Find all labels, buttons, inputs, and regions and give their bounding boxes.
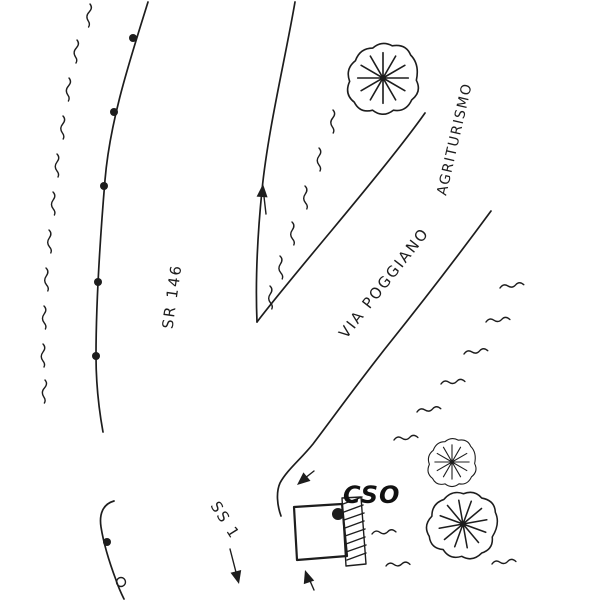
- hatch-mark: [85, 3, 93, 28]
- label-agriturismo: AGRITURISMO: [434, 81, 476, 197]
- road-label-ss1: SS 1: [207, 498, 244, 543]
- road-label-sr146: SR 146: [159, 263, 186, 330]
- waypoint-dot: [92, 352, 100, 360]
- tree-icon: [418, 480, 507, 569]
- hatched-wall-outline: [341, 496, 367, 567]
- waypoint-dot: [129, 34, 137, 42]
- road-sr146: [92, 1, 149, 600]
- hatch-mark: [371, 528, 397, 536]
- direction-arrow-icon: [230, 570, 245, 586]
- road-label-via-poggiano: VIA POGGIANO: [335, 224, 433, 342]
- road-sr146-lower-segment: [99, 500, 125, 600]
- hatch-mark: [440, 378, 466, 386]
- building-cso: CSO: [292, 481, 400, 591]
- wedge-hatching: [267, 109, 336, 310]
- hatch-mark: [72, 39, 80, 64]
- junction-road: [255, 1, 426, 323]
- tree-icon: [346, 42, 420, 116]
- waypoint-dot: [110, 108, 118, 116]
- hatch-mark: [393, 434, 419, 442]
- tree-icon: [427, 437, 477, 488]
- waypoint-circle: [115, 576, 127, 588]
- hatch-mark: [50, 191, 56, 216]
- label-cso: CSO: [343, 481, 400, 509]
- direction-arrow-icon: [299, 568, 315, 585]
- road-sr146-line: [95, 1, 149, 433]
- hatch-mark: [316, 147, 322, 172]
- roadside-hatching-left: [40, 3, 93, 404]
- hatch-mark: [462, 347, 489, 356]
- hatch-mark: [40, 343, 46, 368]
- hatched-wall-lines: [342, 496, 367, 561]
- hatch-mark: [64, 77, 72, 102]
- waypoint-dot: [100, 182, 108, 190]
- hatch-mark: [46, 229, 53, 254]
- junction-right-edge: [256, 112, 426, 323]
- road-via-poggiano: [276, 210, 492, 517]
- waypoint-dot: [94, 278, 102, 286]
- hatch-mark: [41, 305, 47, 330]
- hatch-mark: [498, 281, 525, 290]
- hatch-mark: [43, 267, 50, 292]
- junction-left-edge: [255, 1, 296, 323]
- entrance-dot: [332, 508, 344, 520]
- waypoint-dot: [103, 538, 111, 546]
- hatch-mark: [277, 255, 284, 280]
- ss1-pointer: SS 1: [207, 498, 245, 586]
- via-poggiano-line: [276, 210, 492, 517]
- hatch-mark: [289, 221, 296, 246]
- hatch-mark: [59, 115, 66, 140]
- hatch-mark: [40, 379, 48, 404]
- hatch-mark: [302, 185, 309, 210]
- hatch-mark: [54, 153, 60, 178]
- hatch-mark: [491, 558, 517, 566]
- hatch-mark: [329, 109, 336, 134]
- hatch-mark: [385, 561, 411, 568]
- hatch-mark: [415, 405, 442, 414]
- roadside-hatching-right: [371, 281, 525, 568]
- building-outline: [292, 502, 349, 562]
- hatch-mark: [485, 316, 511, 324]
- direction-arrow-icon: [256, 183, 269, 198]
